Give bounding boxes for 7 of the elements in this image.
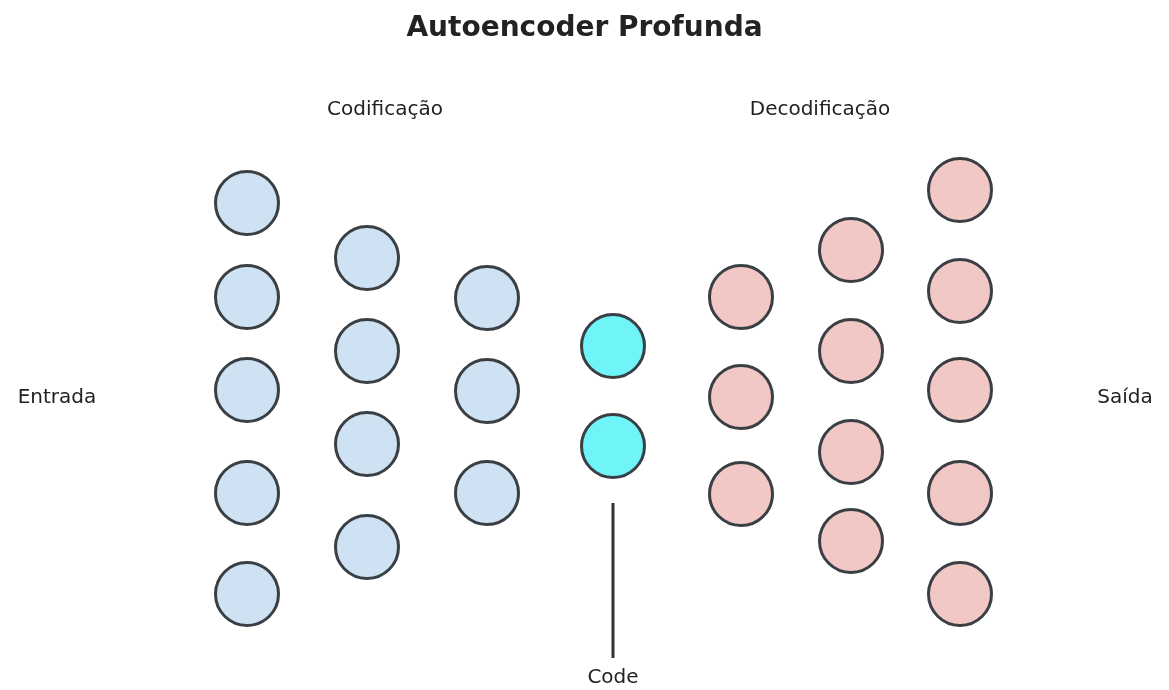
section-heading: Codificação (326, 96, 444, 120)
layer-label: Code (573, 664, 653, 688)
side-label: Saída (1096, 384, 1154, 408)
side-label: Entrada (16, 384, 98, 408)
diagram-title: Autoencoder Profunda (405, 10, 764, 43)
section-heading: Decodificação (748, 96, 892, 120)
leader-line (611, 503, 615, 658)
